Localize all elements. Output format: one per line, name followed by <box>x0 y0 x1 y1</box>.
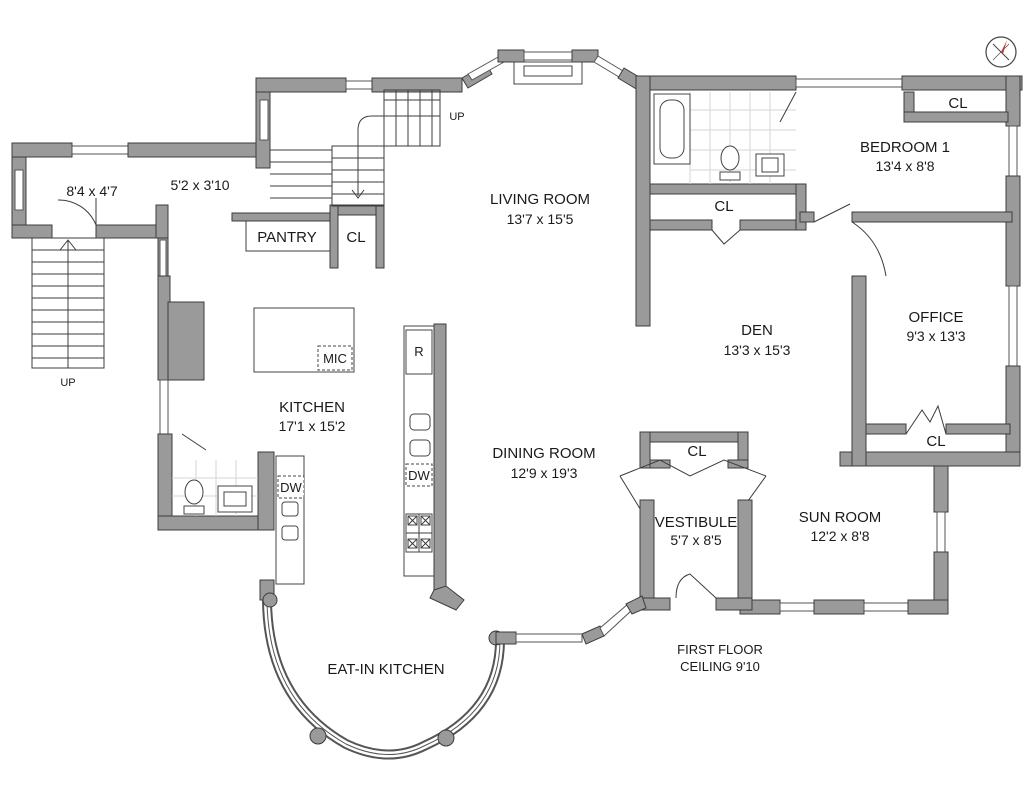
floor-label: FIRST FLOOR <box>677 642 763 657</box>
microwave-label: MIC <box>323 351 347 366</box>
upper-staircase <box>270 89 441 207</box>
living-room-bay <box>461 49 645 91</box>
stair-closet-label: CL <box>346 229 365 246</box>
office-dim: 9'3 x 13'3 <box>906 328 965 344</box>
dining-room-dim: 12'9 x 19'3 <box>511 465 578 481</box>
stairs-up-left-label: UP <box>60 377 75 389</box>
vestibule-walls <box>619 431 767 611</box>
kitchen-name: KITCHEN <box>279 399 345 416</box>
dishwasher-right-label: DW <box>408 468 430 483</box>
stairs-up-top-label: UP <box>449 111 464 123</box>
eat-in-bay <box>259 579 647 760</box>
dishwasher-right: DW <box>405 463 433 487</box>
left-entry-walls <box>11 142 269 239</box>
living-room-name: LIVING ROOM <box>490 191 590 208</box>
office-name: OFFICE <box>909 309 964 326</box>
den-closet-label: CL <box>714 198 733 215</box>
pantry-label: PANTRY <box>257 229 316 246</box>
vestibule-name: VESTIBULE <box>655 514 738 531</box>
sun-room-dim: 12'2 x 8'8 <box>810 528 869 544</box>
entry-small-dim: 8'4 x 4'7 <box>66 183 117 199</box>
right-walls <box>635 75 1023 615</box>
half-bath <box>172 460 258 516</box>
bedroom1-dim: 13'4 x 8'8 <box>875 158 934 174</box>
ceiling-label: CEILING 9'10 <box>680 659 760 674</box>
compass-icon <box>985 36 1017 68</box>
bedroom1-name: BEDROOM 1 <box>860 139 950 156</box>
vestibule-dim: 5'7 x 8'5 <box>670 532 721 548</box>
hall-dim: 5'2 x 3'10 <box>170 177 229 193</box>
vestibule-closet-label: CL <box>687 443 706 460</box>
galley-counter <box>403 323 465 611</box>
kitchen-counter <box>275 455 305 585</box>
dishwasher-left: DW <box>277 475 305 499</box>
dining-room-name: DINING ROOM <box>492 445 595 462</box>
upper-bathroom <box>653 91 797 184</box>
kitchen-walls <box>157 237 275 531</box>
kitchen-dim: 17'1 x 15'2 <box>279 418 346 434</box>
microwave: MIC <box>317 345 353 371</box>
office-closet-label: CL <box>926 433 945 450</box>
right-door-swings <box>711 203 947 435</box>
upper-stair-walls <box>231 77 463 269</box>
dishwasher-left-label: DW <box>280 480 302 495</box>
den-name: DEN <box>741 322 773 339</box>
sun-room-name: SUN ROOM <box>799 509 882 526</box>
eat-in-kitchen-name: EAT-IN KITCHEN <box>327 661 444 678</box>
refrigerator-label: R <box>414 344 423 359</box>
left-staircase <box>31 237 105 369</box>
bedroom-closet-label: CL <box>948 95 967 112</box>
living-room-dim: 13'7 x 15'5 <box>507 211 574 227</box>
den-dim: 13'3 x 15'3 <box>724 342 791 358</box>
